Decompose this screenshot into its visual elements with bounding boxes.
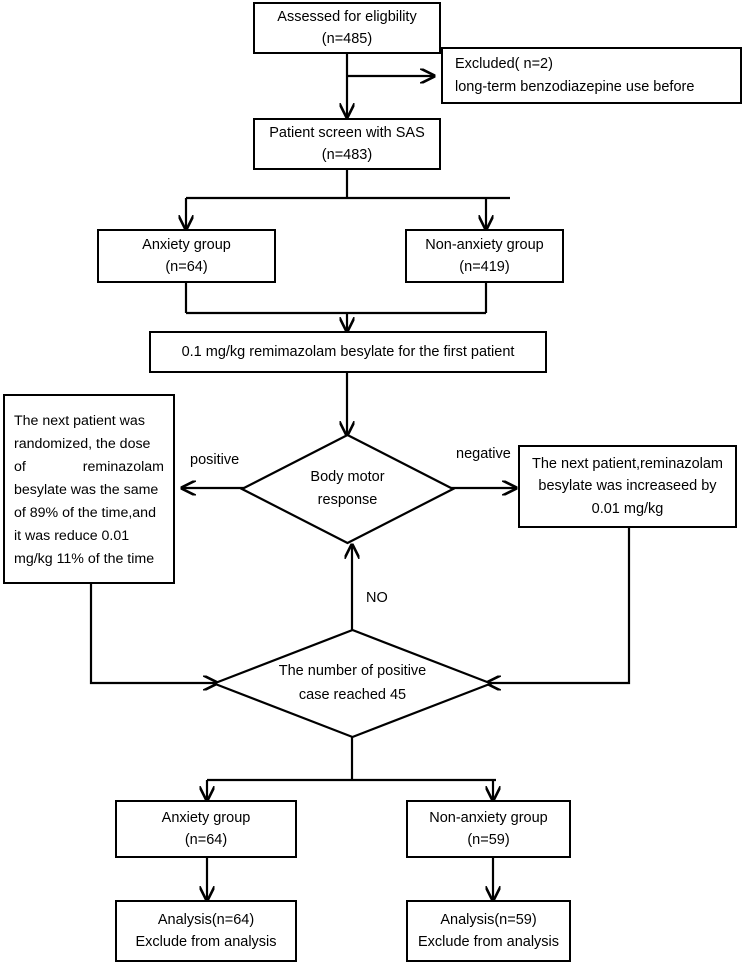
analysis-right-line-1: Analysis(n=59) xyxy=(440,911,537,928)
diamond-shape-body-motor xyxy=(240,433,455,545)
analysis-left-line-1: Analysis(n=64) xyxy=(157,911,255,928)
left-rand-line-6: it was reduce 0.01 xyxy=(14,527,130,544)
left-rand-line-2: randomized, the dose xyxy=(14,435,151,452)
node-anxiety-group-bottom: Anxiety group (n=64) xyxy=(115,800,297,858)
nonanxiety-top-line-2: (n=419) xyxy=(459,259,510,275)
decision-body-motor-response: Body motor response xyxy=(240,433,455,545)
anxiety-top-line-2: (n=64) xyxy=(165,259,208,275)
node-non-anxiety-group-bottom: Non-anxiety group (n=59) xyxy=(406,800,571,858)
node-first-patient-dose: 0.1 mg/kg remimazolam besylate for the f… xyxy=(149,331,547,373)
left-rand-line-1: The next patient was xyxy=(14,412,145,429)
node-next-patient-randomized: The next patient was randomized, the dos… xyxy=(3,394,175,584)
assessed-line-1: Assessed for eligbility xyxy=(277,8,417,25)
positive-count-line-1: The number of positive xyxy=(278,663,427,680)
node-anxiety-group-top: Anxiety group (n=64) xyxy=(97,229,276,283)
first-dose-line-1: 0.1 mg/kg remimazolam besylate for the f… xyxy=(181,343,515,360)
nonanxiety-bottom-line-1: Non-anxiety group xyxy=(429,809,548,826)
left-rand-line-4: besylate was the same xyxy=(14,481,159,498)
excluded-line-2: long-term benzodiazepine use before xyxy=(455,78,695,95)
node-excluded: Excluded( n=2) long-term benzodiazepine … xyxy=(441,47,742,104)
positive-count-label: The number of positive case reached 45 xyxy=(279,660,427,706)
analysis-left-line-2: Exclude from analysis xyxy=(135,934,277,950)
right-incr-line-3: 0.01 mg/kg xyxy=(591,500,664,517)
analysis-right-line-2: Exclude from analysis xyxy=(417,934,560,950)
body-motor-label: Body motor response xyxy=(310,466,384,512)
positive-count-line-2: case reached 45 xyxy=(298,686,407,703)
left-rand-line-5: of 89% of the time,and xyxy=(14,504,156,521)
right-incr-line-1: The next patient,reminazolam xyxy=(531,455,723,472)
edge-left-to-count-diamond xyxy=(89,584,217,683)
right-incr-line-2: besylate was increaseed by xyxy=(538,478,717,495)
screen-line-1: Patient screen with SAS xyxy=(269,124,425,141)
assessed-line-2: (n=485) xyxy=(321,31,373,47)
node-non-anxiety-group-top: Non-anxiety group (n=419) xyxy=(405,229,564,283)
node-analysis-anxiety: Analysis(n=64) Exclude from analysis xyxy=(115,900,297,962)
node-assessed-for-eligibility: Assessed for eligbility (n=485) xyxy=(253,2,441,54)
anxiety-bottom-line-1: Anxiety group xyxy=(161,809,251,826)
node-patient-screen-sas: Patient screen with SAS (n=483) xyxy=(253,118,441,170)
decision-positive-case-count: The number of positive case reached 45 xyxy=(212,628,493,739)
diamond-shape-positive-count xyxy=(212,628,493,739)
excluded-line-1: Excluded( n=2) xyxy=(455,56,553,73)
nonanxiety-bottom-line-2: (n=59) xyxy=(467,832,510,848)
node-next-patient-increase: The next patient,reminazolam besylate wa… xyxy=(518,445,737,528)
edge-label-no: NO xyxy=(366,590,388,606)
edge-right-to-count-diamond xyxy=(487,528,631,683)
screen-line-2: (n=483) xyxy=(321,147,373,163)
node-analysis-non-anxiety: Analysis(n=59) Exclude from analysis xyxy=(406,900,571,962)
edge-label-positive: positive xyxy=(190,452,240,468)
edge-label-negative: negative xyxy=(456,446,511,462)
anxiety-bottom-line-2: (n=64) xyxy=(184,832,228,848)
anxiety-top-line-1: Anxiety group xyxy=(142,236,231,253)
nonanxiety-top-line-1: Non-anxiety group xyxy=(425,236,544,253)
body-motor-line-2: response xyxy=(317,492,378,508)
left-rand-line-7: mg/kg 11% of the time xyxy=(14,550,155,567)
body-motor-line-1: Body motor xyxy=(310,468,385,485)
